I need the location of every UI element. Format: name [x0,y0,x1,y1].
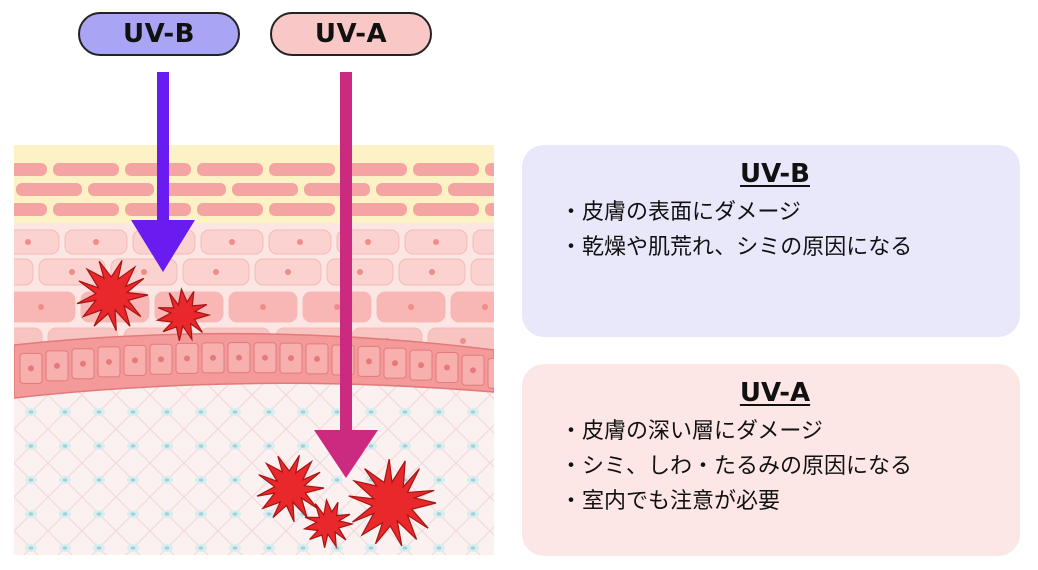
uva-item: ・皮膚の深い層にダメージ [560,419,823,444]
uva-info-panel: UV-A ・皮膚の深い層にダメージ ・シミ、しわ・たるみの原因になる ・室内でも… [522,364,1020,556]
damage-marks [76,260,437,549]
uva-item: ・室内でも注意が必要 [560,489,781,514]
uva-label: UV-A [270,12,432,56]
uvb-info-panel: UV-B ・皮膚の表面にダメージ ・乾燥や肌荒れ、シミの原因になる [522,145,1020,337]
uvb-arrow [131,72,195,272]
uvb-label: UV-B [78,12,240,56]
uva-item: ・シミ、しわ・たるみの原因になる [560,454,913,479]
basal-cells [19,342,494,389]
uvb-item: ・乾燥や肌荒れ、シミの原因になる [560,235,913,260]
corneum-bands [14,163,494,216]
uva-arrow [314,72,378,478]
uva-panel-title: UV-A [739,378,811,408]
uvb-item: ・皮膚の表面にダメージ [560,200,801,225]
uvb-panel-title: UV-B [740,159,810,189]
